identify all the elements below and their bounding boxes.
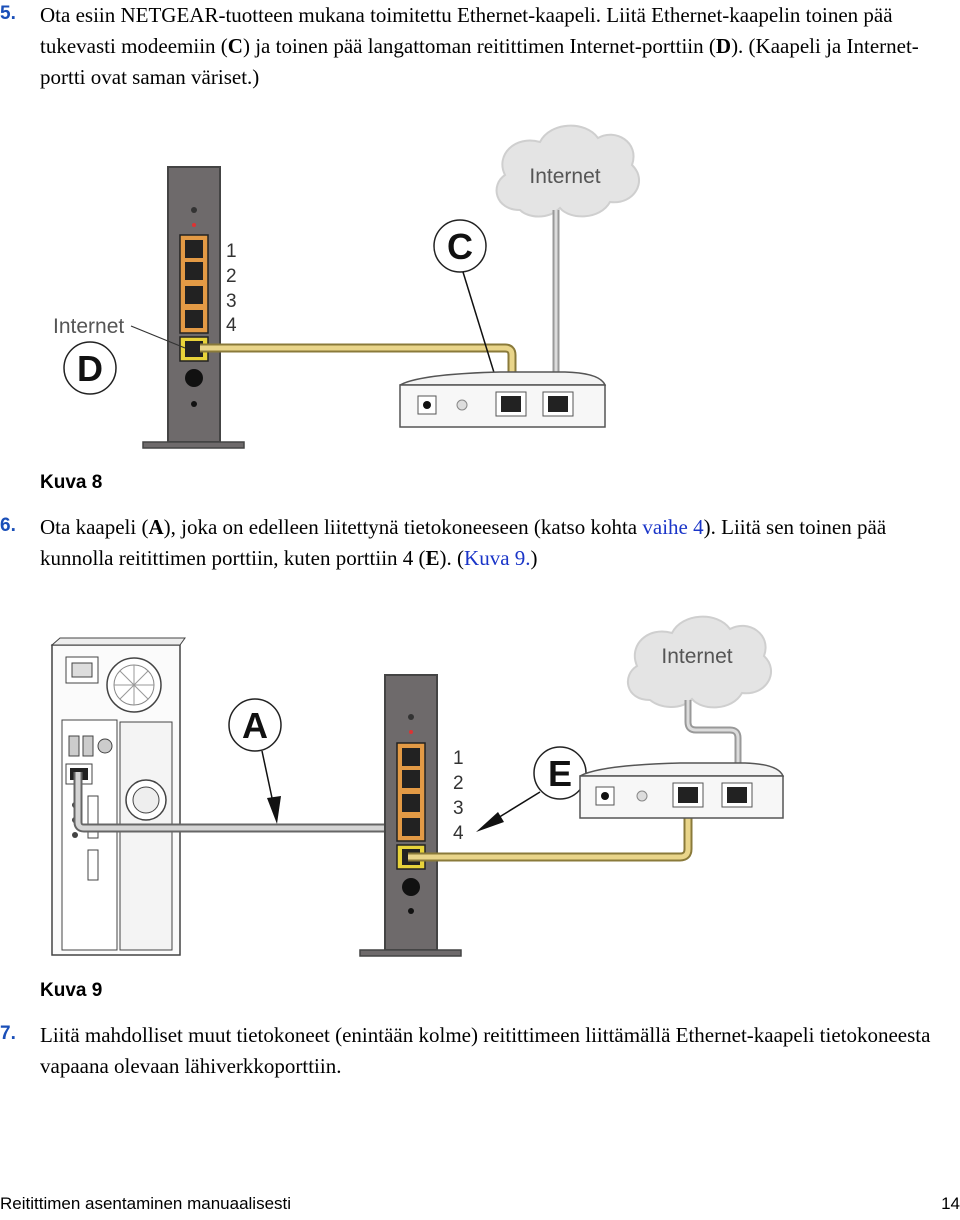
- link-kuva-9[interactable]: Kuva 9.: [464, 546, 531, 570]
- port-number-1: 1: [453, 748, 464, 769]
- figure-8-caption: Kuva 8: [40, 472, 103, 493]
- step-7-number: 7.: [0, 1023, 16, 1044]
- footer-title: Reitittimen asentaminen manuaalisesti: [0, 1194, 292, 1213]
- callout-c-letter: C: [447, 226, 473, 267]
- callout-d: [63, 341, 117, 395]
- link-vaihe-4[interactable]: vaihe 4: [642, 515, 704, 539]
- step-6-number: 6.: [0, 515, 16, 536]
- port-number-4: 4: [226, 315, 237, 336]
- figure-8-diagram: Internet 1 2 3 4 Internet D C: [53, 124, 640, 449]
- internet-cloud-icon: [495, 124, 640, 218]
- step-6-text: Ota kaapeli (A), joka on edelleen liitet…: [40, 515, 887, 570]
- port-number-2: 2: [226, 266, 237, 287]
- modem: [579, 762, 785, 819]
- figure-9-diagram: 1 2 3 4 A Internet E: [50, 615, 785, 957]
- cloud-label: Internet: [661, 645, 732, 668]
- port-number-2: 2: [453, 773, 464, 794]
- callout-e-letter: E: [548, 753, 572, 794]
- internet-port-label: Internet: [53, 315, 124, 338]
- callout-c: [433, 219, 487, 273]
- step-7-text: Liitä mahdolliset muut tietokoneet (enin…: [40, 1023, 931, 1078]
- page-number: 14: [941, 1194, 960, 1213]
- callout-a-letter: A: [242, 705, 268, 746]
- computer-tower: [50, 637, 186, 956]
- router: [142, 166, 245, 449]
- figure-9-caption: Kuva 9: [40, 980, 103, 1001]
- callout-d-letter: D: [77, 348, 103, 389]
- router: [359, 674, 462, 957]
- callout-a: [228, 698, 282, 752]
- port-number-1: 1: [226, 241, 237, 262]
- cloud-label: Internet: [529, 165, 600, 188]
- internet-cloud-icon: [627, 615, 772, 709]
- step-5-number: 5.: [0, 3, 16, 24]
- step-5-text: Ota esiin NETGEAR-tuotteen mukana toimit…: [40, 3, 919, 89]
- port-number-3: 3: [453, 798, 464, 819]
- modem: [399, 371, 607, 428]
- port-number-4: 4: [453, 823, 464, 844]
- port-number-3: 3: [226, 291, 237, 312]
